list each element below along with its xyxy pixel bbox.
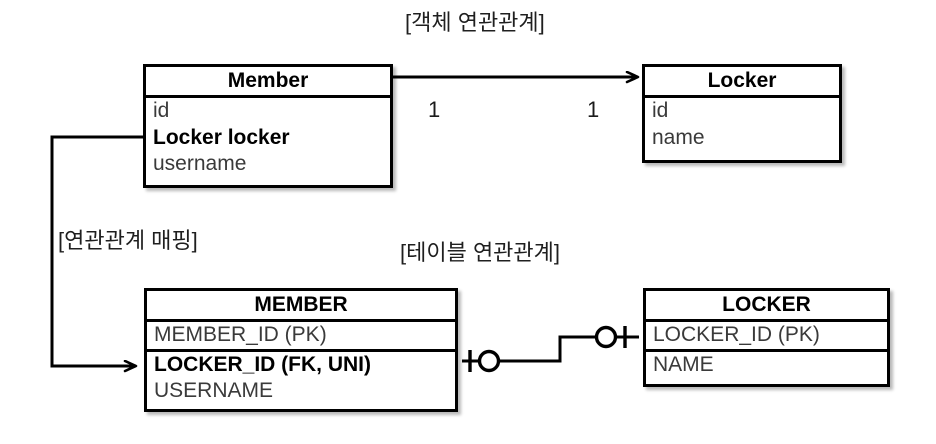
multiplicity-target: 1 — [587, 97, 600, 122]
table-box-locker[interactable]: LOCKER LOCKER_ID (PK) NAME — [643, 288, 890, 387]
table-column-locker-id-fk: LOCKER_ID (FK, UNI) — [154, 352, 371, 376]
caption-object-relation: [객체 연관관계] — [405, 10, 545, 35]
table-relationship-connector — [462, 325, 639, 373]
caption-table-relation: [테이블 연관관계] — [400, 240, 561, 265]
caption-mapping: [연관관계 매핑] — [58, 228, 198, 253]
table-box-member-title: MEMBER — [147, 291, 455, 322]
crowsfoot-zero-or-one-member-side — [468, 349, 501, 373]
class-field-locker-id: id — [652, 99, 669, 122]
table-box-locker-title: LOCKER — [646, 291, 887, 322]
class-box-locker-fields: id name — [645, 98, 839, 151]
class-field-locker-name: name — [652, 125, 705, 149]
table-column-name: NAME — [653, 352, 714, 376]
class-box-member-title: Member — [146, 67, 390, 98]
table-column-member-id: MEMBER_ID (PK) — [147, 322, 455, 352]
table-box-member[interactable]: MEMBER MEMBER_ID (PK) LOCKER_ID (FK, UNI… — [144, 288, 458, 412]
class-box-locker-title: Locker — [645, 67, 839, 98]
crowsfoot-zero-or-one-locker-side — [594, 325, 627, 349]
class-field-locker: Locker locker — [153, 125, 290, 149]
class-field-id: id — [153, 99, 170, 122]
table-column-locker-id-pk: LOCKER_ID (PK) — [646, 322, 887, 352]
class-box-member[interactable]: Member id Locker locker username — [143, 64, 393, 188]
table-column-username: USERNAME — [154, 379, 274, 403]
table-box-locker-columns: LOCKER_ID (PK) NAME — [646, 322, 887, 378]
multiplicity-source: 1 — [428, 97, 441, 122]
class-field-username: username — [153, 152, 247, 176]
class-box-locker[interactable]: Locker id name — [642, 64, 842, 163]
class-box-member-fields: id Locker locker username — [146, 98, 390, 178]
table-box-member-columns: MEMBER_ID (PK) LOCKER_ID (FK, UNI) USERN… — [147, 322, 455, 405]
mapping-arrow-locker-field-to-fk-column — [50, 135, 143, 366]
